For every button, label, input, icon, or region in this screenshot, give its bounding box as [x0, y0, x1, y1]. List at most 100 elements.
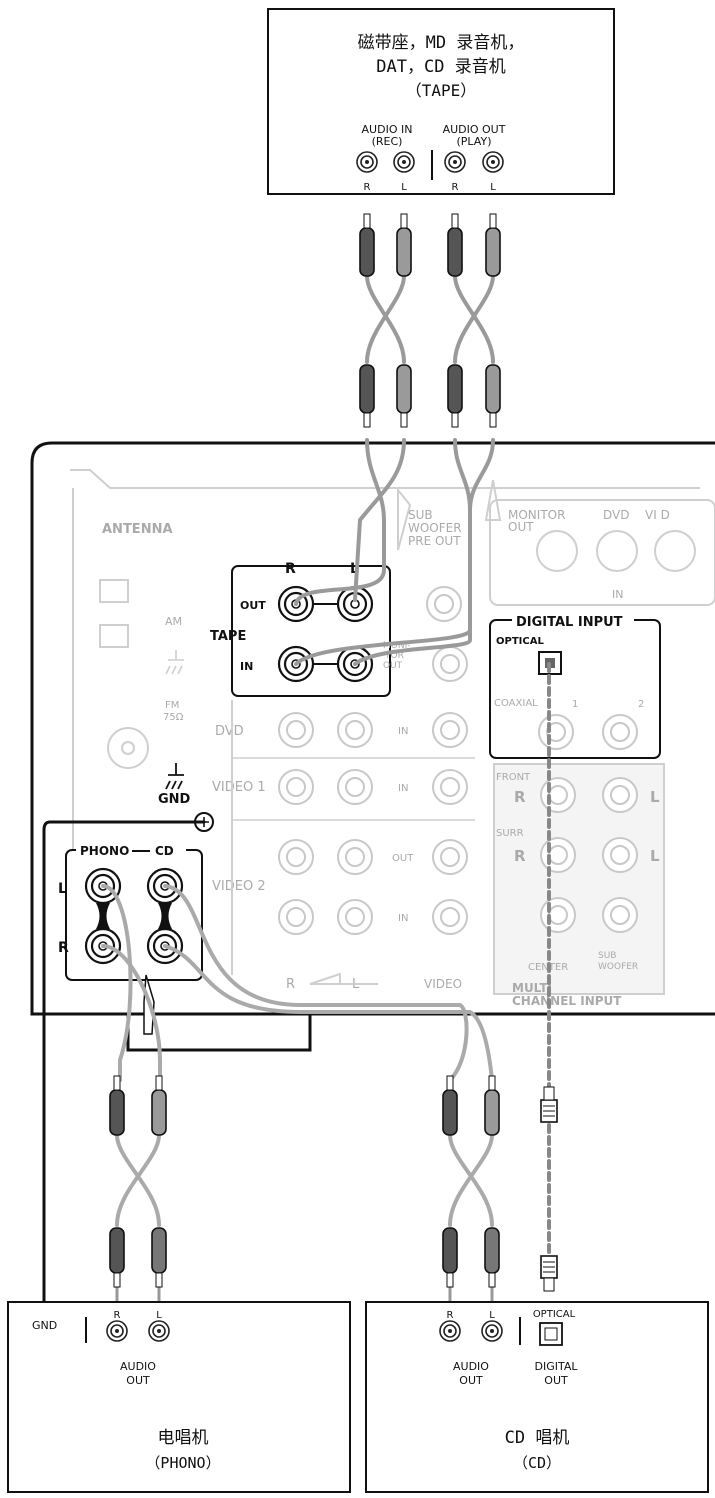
- cd-out-r-label: R: [447, 1310, 454, 1321]
- tape-audio-out-label: AUDIO OUT: [443, 123, 506, 136]
- tape-l-label: L: [350, 561, 359, 577]
- phono-out-label: OUT: [126, 1374, 150, 1387]
- tape-title-line3: （TAPE）: [406, 81, 477, 100]
- tape-out-r-socket[interactable]: [444, 151, 466, 173]
- plug-top-r-in: [359, 213, 375, 277]
- cd-device-box: R L OPTICAL AUDIO OUT DIGITAL OUT CD 唱机 …: [365, 1301, 709, 1493]
- phono-cd-panel: [65, 849, 203, 981]
- bottom-video-label: VIDEO: [424, 977, 462, 991]
- plug-cd-upper-l: [484, 1075, 500, 1136]
- tape-in-l-label: L: [401, 182, 407, 193]
- tape-out-l-socket[interactable]: [482, 151, 504, 173]
- front-l-label: L: [650, 788, 660, 806]
- multi-woofer-label: WOOFER: [598, 962, 638, 972]
- tor-label: TOR: [384, 651, 404, 661]
- tape-out-r-label: R: [452, 182, 459, 193]
- video-in-label: IN: [612, 588, 623, 601]
- tape-title-line1: 磁带座，MD 录音机，: [358, 33, 525, 53]
- video2-row-out: OUT: [392, 853, 414, 864]
- phono-out-l-socket[interactable]: [148, 1320, 170, 1342]
- gnd-terminal-label: GND: [158, 792, 191, 807]
- phono-label: PHONO: [80, 844, 129, 858]
- tape-r-label: R: [285, 561, 296, 577]
- plug-phono-upper-l: [151, 1075, 167, 1136]
- vi-label: VI D: [645, 508, 670, 522]
- front-r-label: R: [514, 788, 526, 806]
- tape-label: TAPE: [210, 629, 246, 644]
- video2-row-label: VIDEO 2: [212, 879, 266, 894]
- dvd-video-label: DVD: [603, 508, 629, 522]
- phono-out-r-socket[interactable]: [106, 1320, 128, 1342]
- cd-name-en: （CD）: [513, 1454, 561, 1472]
- woofer-label: WOOFER: [408, 521, 462, 535]
- video1-row-label: VIDEO 1: [212, 780, 266, 795]
- coaxial-2: 2: [638, 699, 644, 710]
- plug-phono-lower-r: [109, 1227, 125, 1288]
- plug-top-r-out: [447, 213, 463, 277]
- coaxial-1: 1: [572, 699, 578, 710]
- cd-out-l-label: L: [489, 1310, 495, 1321]
- phono-gnd-label: GND: [32, 1319, 57, 1332]
- tape-in-r-socket[interactable]: [356, 151, 378, 173]
- moni-label: MONI-: [383, 641, 410, 651]
- antenna-label: ANTENNA: [102, 522, 173, 537]
- plug-cd-lower-r: [442, 1227, 458, 1288]
- optical-plug-upper: [540, 1086, 558, 1123]
- video-rows: DVD IN VIDEO 1 IN VIDEO 2 OUT IN R L VID…: [212, 700, 475, 992]
- cd-out-label: OUT: [459, 1374, 483, 1387]
- dvd-row-in: IN: [398, 726, 408, 737]
- sub-label: SUB: [408, 508, 433, 522]
- multi-sub-label: SUB: [598, 951, 616, 961]
- cd-audio-label: AUDIO: [453, 1360, 489, 1373]
- pre-out-label: PRE OUT: [408, 534, 461, 548]
- analog-cables: [42, 274, 551, 1307]
- channel-input-label: CHANNEL INPUT: [512, 994, 622, 1008]
- tape-in-l-socket[interactable]: [393, 151, 415, 173]
- tape-audio-in-label: AUDIO IN: [362, 123, 413, 136]
- moni-out-label: OUT: [383, 661, 403, 671]
- plug-phono-upper-r: [109, 1075, 125, 1136]
- cd-name-cn: CD 唱机: [505, 1428, 570, 1448]
- tape-device-box: 磁带座，MD 录音机， DAT，CD 录音机 （TAPE） AUDIO IN (…: [267, 8, 615, 195]
- rca-plugs: [109, 213, 558, 1292]
- cd-out-r-socket[interactable]: [439, 1320, 461, 1342]
- phono-name-cn: 电唱机: [158, 1428, 209, 1448]
- multi-label: MULTI: [512, 981, 552, 995]
- cd-out-l-socket[interactable]: [481, 1320, 503, 1342]
- plug-mid-2: [396, 364, 412, 428]
- tape-in-r-label: R: [364, 182, 371, 193]
- receiver-back-panel: ANTENNA AM FM 75Ω GND SUB WOOFER PRE OUT…: [30, 441, 715, 1052]
- fm-label: FM: [165, 700, 179, 711]
- tape-title-line2: DAT，CD 录音机: [376, 57, 505, 77]
- fm-ohm: 75Ω: [163, 712, 184, 723]
- plug-mid-4: [485, 364, 501, 428]
- optical-input-label: OPTICAL: [496, 636, 544, 647]
- cd-digital-label: DIGITAL: [534, 1360, 578, 1373]
- monitor-label: MONITOR: [508, 508, 565, 522]
- plug-phono-lower-l: [151, 1227, 167, 1288]
- cd-digital-out-label: OUT: [544, 1374, 568, 1387]
- phono-r-letter: R: [58, 940, 69, 956]
- phono-out-l-label: L: [156, 1310, 162, 1321]
- digital-input-label: DIGITAL INPUT: [516, 615, 623, 630]
- surr-l-label: L: [650, 847, 660, 865]
- surr-label: SURR: [496, 828, 524, 839]
- phono-l-letter: L: [58, 881, 67, 897]
- ground-icon: [165, 763, 184, 790]
- plug-top-l-out: [485, 213, 501, 277]
- phono-name-en: （PHONO）: [145, 1454, 220, 1472]
- plug-top-l-in: [396, 213, 412, 277]
- phono-out-r-label: R: [114, 1310, 121, 1321]
- dvd-row-label: DVD: [215, 724, 244, 739]
- surr-r-label: R: [514, 847, 526, 865]
- phono-audio-label: AUDIO: [120, 1360, 156, 1373]
- cd-label: CD: [155, 844, 174, 858]
- bottom-r-label: R: [286, 977, 295, 992]
- video2-row-in: IN: [398, 913, 408, 924]
- monitor-out-label: OUT: [508, 520, 534, 534]
- coaxial-label: COAXIAL: [494, 698, 538, 709]
- plug-mid-3: [447, 364, 463, 428]
- phono-device-box: GND R L AUDIO OUT 电唱机 （PHONO）: [7, 1301, 351, 1493]
